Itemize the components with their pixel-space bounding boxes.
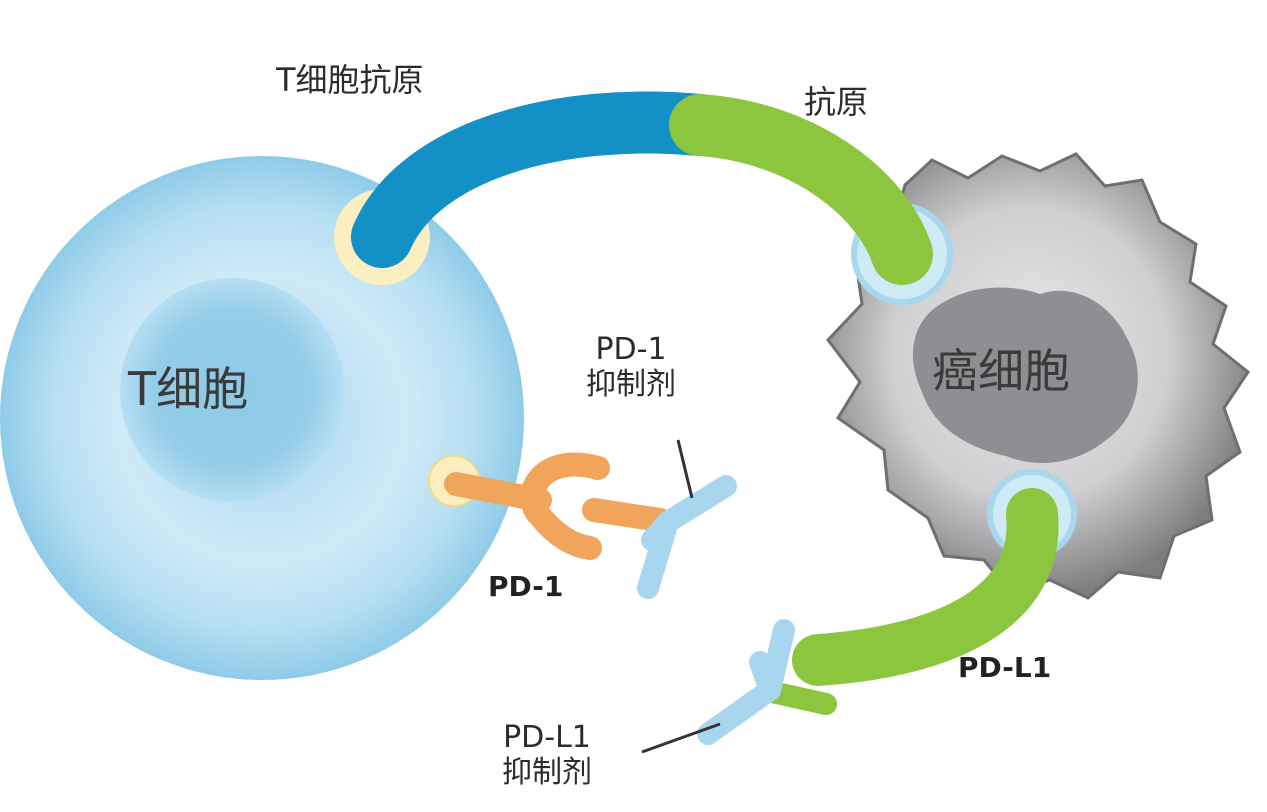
pdl1-stub [761,681,837,715]
pdl1-strand [792,488,1059,686]
pdl1-ligand [761,469,1077,715]
pdl1-inhibitor-leader [641,722,721,754]
pd1-fork [520,452,610,560]
pd1-ligand-stub [582,498,672,532]
pd1-inhibitor-antibody [637,439,737,599]
pd1-receptor [428,452,672,560]
tcr-receptor [351,91,731,268]
t-cell-nucleus [120,278,344,502]
pd1-label: PD-1 [488,570,564,603]
t-cell [0,156,524,680]
pd1-inhibitor-label-line2: 抑制剂 [586,367,676,403]
pd1-inhibitor-leader [676,439,694,499]
pd1-inhibitor-label-line1: PD-1 [595,332,667,367]
pdl1-inhibitor-arm-3 [749,651,781,701]
antigen-strand [669,94,933,285]
tcr-antigen-binding [334,91,953,305]
pdl1-inhibitor-arm-2 [697,679,781,745]
pd1-inhibitor-label: PD-1 抑制剂 [586,332,676,403]
antigen-label: 抗原 [804,83,869,121]
pdl1-inhibitor-label: PD-L1 抑制剂 [502,720,592,791]
pdl1-inhibitor-label-line1: PD-L1 [503,720,591,755]
pd1-inhibitor-arm-3 [641,511,679,551]
t-cell-antigen-label: T细胞抗原 [276,61,424,99]
pd1-inhibitor-arm-1 [657,475,737,533]
pdl1-inhibitor-antibody [641,619,795,754]
t-cell-label: T细胞 [128,362,249,416]
pdl1-label: PD-L1 [958,651,1052,684]
cancer-cell-label: 癌细胞 [932,344,1070,398]
pdl1-inhibitor-label-line2: 抑制剂 [502,755,592,791]
cancer-cell-nucleus [912,287,1138,463]
